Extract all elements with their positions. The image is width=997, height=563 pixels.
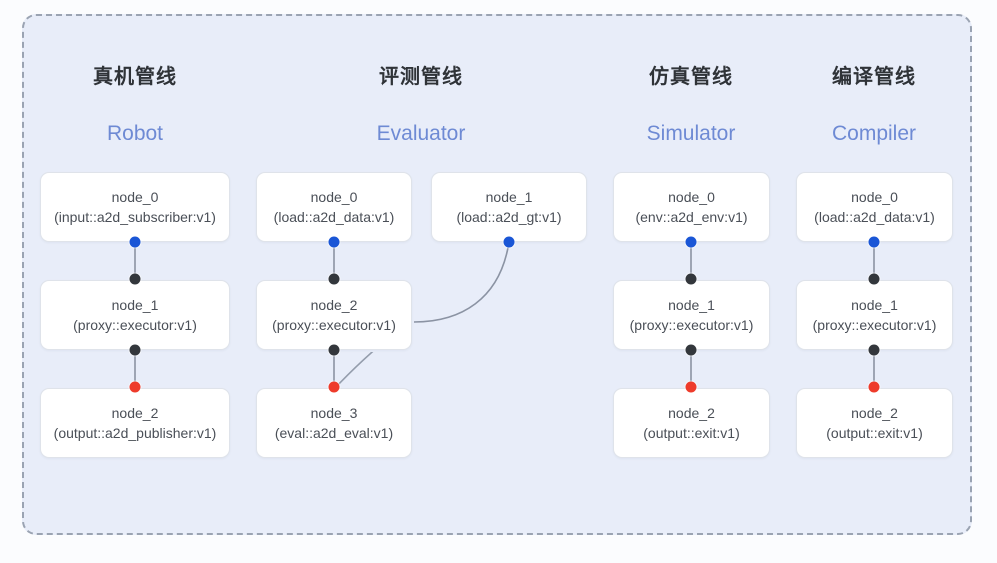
- port-in-robot-2[interactable]: [129, 381, 141, 393]
- node-name: node_0: [111, 189, 159, 205]
- node-spec: (proxy::executor:v1): [812, 317, 937, 333]
- column-title-cn-robot: 真机管线: [93, 66, 177, 88]
- port-in-evaluator-3[interactable]: [328, 381, 340, 393]
- port-out-simulator-0[interactable]: [685, 236, 697, 248]
- node-robot-2[interactable]: node_2 (output::a2d_publisher:v1): [40, 388, 230, 458]
- port-in-compiler-2[interactable]: [868, 381, 880, 393]
- node-spec: (output::a2d_publisher:v1): [53, 425, 217, 441]
- node-evaluator-2[interactable]: node_2 (proxy::executor:v1): [256, 280, 412, 350]
- node-evaluator-3[interactable]: node_3 (eval::a2d_eval:v1): [256, 388, 412, 458]
- node-simulator-2[interactable]: node_2 (output::exit:v1): [613, 388, 770, 458]
- column-title-en-compiler: Compiler: [831, 122, 917, 145]
- column-title-en-simulator: Simulator: [646, 122, 736, 145]
- node-robot-0[interactable]: node_0 (input::a2d_subscriber:v1): [40, 172, 230, 242]
- port-in-evaluator-2[interactable]: [328, 273, 340, 285]
- node-name: node_1: [851, 297, 898, 313]
- node-name: node_2: [668, 405, 715, 421]
- port-out-robot-0[interactable]: [129, 236, 141, 248]
- port-in-simulator-2[interactable]: [685, 381, 697, 393]
- node-name: node_2: [111, 405, 159, 421]
- port-out-evaluator-0[interactable]: [328, 236, 340, 248]
- node-spec: (load::a2d_data:v1): [273, 209, 395, 225]
- column-title-cn-evaluator: 评测管线: [379, 66, 463, 88]
- node-compiler-1[interactable]: node_1 (proxy::executor:v1): [796, 280, 953, 350]
- port-out-evaluator-1[interactable]: [503, 236, 515, 248]
- node-evaluator-1[interactable]: node_1 (load::a2d_gt:v1): [431, 172, 587, 242]
- node-name: node_0: [851, 189, 898, 205]
- node-name: node_3: [310, 405, 358, 421]
- node-spec: (proxy::executor:v1): [73, 317, 197, 333]
- node-name: node_1: [668, 297, 715, 313]
- port-in-robot-1[interactable]: [129, 273, 141, 285]
- node-name: node_2: [310, 297, 358, 313]
- port-out-simulator-1[interactable]: [685, 344, 697, 356]
- node-spec: (output::exit:v1): [826, 425, 923, 441]
- node-simulator-0[interactable]: node_0 (env::a2d_env:v1): [613, 172, 770, 242]
- node-name: node_0: [310, 189, 358, 205]
- node-spec: (output::exit:v1): [643, 425, 740, 441]
- node-name: node_1: [485, 189, 533, 205]
- column-title-en-evaluator: Evaluator: [376, 122, 466, 145]
- node-spec: (env::a2d_env:v1): [635, 209, 748, 225]
- node-compiler-2[interactable]: node_2 (output::exit:v1): [796, 388, 953, 458]
- port-out-robot-1[interactable]: [129, 344, 141, 356]
- port-out-compiler-0[interactable]: [868, 236, 880, 248]
- port-in-simulator-1[interactable]: [685, 273, 697, 285]
- node-name: node_0: [668, 189, 715, 205]
- node-compiler-0[interactable]: node_0 (load::a2d_data:v1): [796, 172, 953, 242]
- node-simulator-1[interactable]: node_1 (proxy::executor:v1): [613, 280, 770, 350]
- node-spec: (proxy::executor:v1): [272, 317, 396, 333]
- column-title-cn-compiler: 编译管线: [832, 66, 916, 88]
- node-spec: (load::a2d_data:v1): [814, 209, 935, 225]
- node-name: node_2: [851, 405, 898, 421]
- port-out-compiler-1[interactable]: [868, 344, 880, 356]
- node-robot-1[interactable]: node_1 (proxy::executor:v1): [40, 280, 230, 350]
- port-in-compiler-1[interactable]: [868, 273, 880, 285]
- node-spec: (eval::a2d_eval:v1): [274, 425, 394, 441]
- column-title-en-robot: Robot: [106, 122, 164, 145]
- column-title-cn-simulator: 仿真管线: [649, 66, 733, 88]
- port-out-evaluator-2[interactable]: [328, 344, 340, 356]
- node-evaluator-0[interactable]: node_0 (load::a2d_data:v1): [256, 172, 412, 242]
- node-spec: (input::a2d_subscriber:v1): [54, 209, 216, 225]
- node-spec: (proxy::executor:v1): [629, 317, 754, 333]
- node-name: node_1: [111, 297, 159, 313]
- node-spec: (load::a2d_gt:v1): [456, 209, 562, 225]
